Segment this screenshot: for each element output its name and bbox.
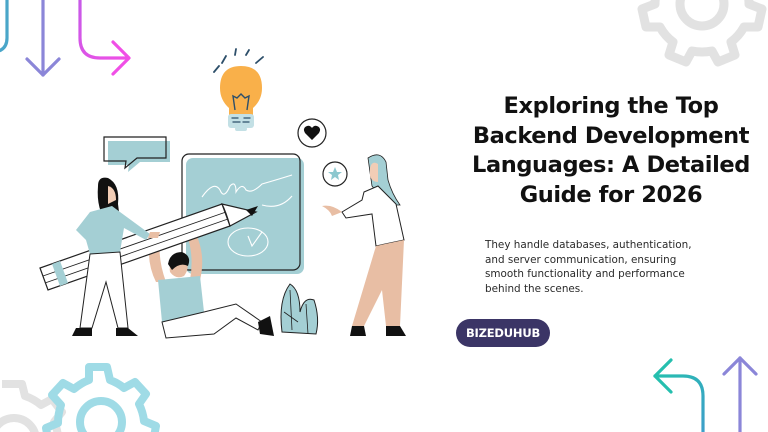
curved-right-arrow-icon bbox=[78, 0, 131, 76]
description-line: smooth functionality and performance bbox=[485, 268, 685, 281]
description-line: They handle databases, authentication, bbox=[485, 239, 692, 251]
lightbulb-icon bbox=[213, 48, 264, 131]
description-line: behind the scenes. bbox=[485, 282, 584, 295]
down-arrow-icon bbox=[25, 0, 61, 77]
gear-icon bbox=[0, 380, 66, 432]
curved-left-arrow-icon bbox=[653, 358, 705, 432]
gear-icon bbox=[42, 363, 160, 432]
article-title: Exploring the Top Backend Development La… bbox=[452, 92, 768, 210]
woman-holding-pencil bbox=[72, 177, 160, 336]
description-line: and server communication, ensuring bbox=[485, 253, 677, 266]
article-description: They handle databases, authentication, a… bbox=[485, 238, 725, 296]
title-line: Exploring the Top bbox=[503, 93, 719, 119]
star-bubble-icon bbox=[322, 161, 348, 187]
title-line: Languages: A Detailed bbox=[472, 152, 750, 178]
curved-arrow-teal-icon bbox=[0, 0, 9, 53]
up-arrow-icon bbox=[722, 356, 758, 432]
gear-icon bbox=[637, 0, 767, 67]
brand-badge: BIZEDUHUB bbox=[456, 319, 550, 347]
speech-bubble-icon bbox=[103, 136, 170, 172]
heart-bubble-icon bbox=[297, 118, 327, 148]
woman-in-hijab bbox=[322, 154, 406, 336]
title-line: Guide for 2026 bbox=[519, 181, 703, 208]
giant-pencil bbox=[39, 203, 258, 291]
title-line: Backend Development bbox=[472, 122, 750, 149]
plant bbox=[280, 283, 319, 335]
